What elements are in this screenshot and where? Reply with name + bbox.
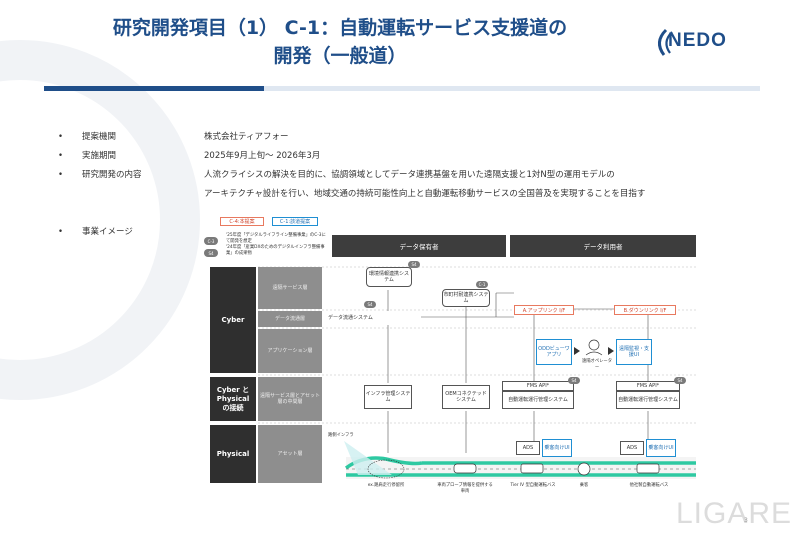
info-value: 株式会社ティアフォー [204,132,289,142]
oem-connected-system: OEMコネクテッドシステム [442,385,490,409]
info-value: アーキテクチャ設計を行い、地域交通の持続可能性向上と自動運転移動サービスの全国普… [204,189,646,199]
fms-api-1: FMS API* [502,381,574,391]
layer-connection-line-2: Physical [216,394,250,403]
bullet: • [58,170,64,180]
header-data-holder: データ保有者 [332,235,506,257]
remote-operator: 遠隔オペレーター [581,359,613,370]
bubble-s4: S4 [674,377,686,384]
sublayer-intermediate: 遠隔サービス層とアセット層の中間層 [258,377,322,421]
slide-title: 研究開発項目（1） C-1：自動運転サービス支援道の 開発（一般道） [40,14,640,70]
fms-system-1: 自動運転運行管理システム [502,391,574,409]
layer-cyber: Cyber [210,267,256,373]
bullet: • [58,227,64,237]
passenger-ui-2: 乗客向けUI [646,439,676,457]
title-line-1: 研究開発項目（1） C-1：自動運転サービス支援道の [112,17,568,39]
caption-bus-stop: ex.路肩走行停留所 [367,483,405,488]
legend-c4: C-4:本提案 [220,217,264,226]
nedo-swoosh-icon [658,28,673,56]
fms-system-2: 自動運転運行管理システム [616,391,680,409]
sublayer-application: アプリケーション層 [258,329,322,373]
bubble-s4: S4 [408,261,420,268]
layer-connection-line-1: Cyber と [216,385,250,394]
header-data-user: データ利用者 [510,235,696,257]
info-label: 実施期間 [82,151,117,161]
data-distribution-system: データ流通システム [324,311,404,325]
background-arc [0,40,200,400]
ads-1: ADS [516,441,540,455]
caption-other-bus: 他社製自動運転バス [629,483,669,488]
page-number: 3 [744,517,748,524]
info-value: 人流クライシスの解決を目的に、協調領域としてデータ連携基盤を用いた遠隔支援と1対… [204,170,615,180]
bullet: • [58,151,64,161]
uplink-if: A.アップリンク I/F [514,305,574,315]
bullet: • [58,132,64,142]
sublayer-asset: アセット層 [258,425,322,483]
env-info-system: 環境情報連携システム [366,267,412,287]
title-line-2: 開発（一般道） [273,45,407,67]
sublayer-remote-service: 遠隔サービス層 [258,267,322,309]
layer-connection-line-3: の接続 [222,403,244,412]
bubble-c3: C-3 [204,237,218,245]
passenger-ui-1: 乗客向けUI [542,439,572,457]
caption-probe-car: 車両プローブ情報を提供する車両 [437,483,493,494]
header-rule-light [264,86,760,91]
caption-passenger: 乗客 [579,483,589,488]
nedo-logo-text: NEDO [668,30,727,51]
info-label: 事業イメージ [82,227,133,237]
ligare-watermark: LIGARE [676,497,793,530]
diagram-lines [258,266,696,479]
downlink-if: B.ダウンリンク I/F [614,305,676,315]
bubble-s4: S4 [204,249,218,257]
caption-tier4-bus: Tier IV 型自動運転バス [510,483,556,488]
info-value: 2025年9月上旬～ 2026年3月 [204,151,321,161]
business-image-diagram: C-4:本提案 C-1:該道提案 C-3 S4 '25年度「デジタルライフライン… [196,213,696,505]
note-c3: '25年度「デジタルライフライン整備事業」のC-3にて開発を想定 [226,233,326,244]
layer-physical: Physical [210,425,256,483]
bubble-c1: C-1 [476,281,488,288]
prefecture-link-system: 市町村耐連携システム [442,289,490,307]
header-rule-dark [44,86,264,91]
info-label: 提案機関 [82,132,117,142]
layer-connection: Cyber と Physical の接続 [210,377,256,421]
fms-api-2: FMS API* [616,381,680,391]
info-label: 研究開発の内容 [82,170,142,180]
note-s4: '24年度「産業DXのためのデジタルインフラ整備事業」の成果物 [226,245,325,256]
sublayer-data-distribution: データ流通層 [258,311,322,327]
ads-2: ADS [620,441,644,455]
bubble-s4: S4 [364,301,376,308]
roadside-sensor-label: 路側インフラ [328,433,354,438]
remote-support-ui: 遠隔監視・支援UI [616,339,652,365]
odd-viewer-app: ODDビューワアプリ [536,339,572,365]
bubble-s4: S4 [568,377,580,384]
legend-c1: C-1:該道提案 [272,217,318,226]
infra-management-system: インフラ管理システム [364,385,412,409]
